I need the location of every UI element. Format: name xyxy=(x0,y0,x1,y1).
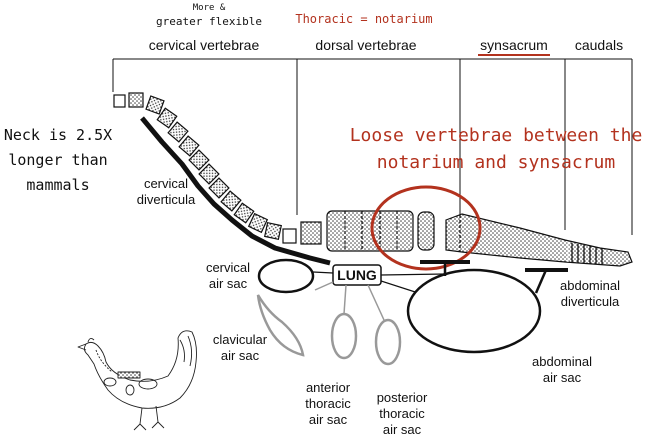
note-loose-vertebrae-line1: Loose vertebrae between the xyxy=(350,125,643,146)
cervical-vertebra xyxy=(178,135,200,157)
note-loose-vertebrae-line2: notarium and synsacrum xyxy=(377,152,615,173)
cervical-vertebra xyxy=(263,221,283,241)
header-synsacrum: synsacrum xyxy=(480,37,548,53)
label-clavicular-1: clavicular xyxy=(213,332,268,347)
cervical-vertebrae xyxy=(113,92,322,245)
abdominal-air-sac xyxy=(406,268,542,354)
label-posterior-1: posterior xyxy=(377,390,428,405)
note-neck-line1: Neck is 2.5X xyxy=(4,126,112,144)
cervical-vertebra xyxy=(188,149,210,171)
note-more-flexible-line1: More & xyxy=(193,3,226,13)
header-caudals: caudals xyxy=(575,37,623,53)
loose-vertebra xyxy=(417,211,435,251)
note-neck-line2: longer than xyxy=(8,151,107,169)
cervical-vertebra xyxy=(198,163,220,185)
notarium-block xyxy=(326,210,414,252)
label-cervical-diverticula-2: diverticula xyxy=(137,192,196,207)
posterior-thoracic-air-sac xyxy=(374,318,402,366)
note-more-flexible-line2: greater flexible xyxy=(156,15,262,28)
label-anterior-2: thoracic xyxy=(305,396,351,411)
synsacrum xyxy=(445,213,633,267)
cervical-vertebra xyxy=(220,190,242,212)
label-anterior-3: air sac xyxy=(309,412,348,427)
label-posterior-3: air sac xyxy=(383,422,422,437)
note-thoracic-notarium: Thoracic = notarium xyxy=(295,12,432,26)
region-bracket xyxy=(112,58,633,235)
cervical-vertebra xyxy=(156,107,178,129)
label-abdominal-air-sac-1: abdominal xyxy=(532,354,592,369)
label-anterior-1: anterior xyxy=(306,380,351,395)
label-cervical-air-sac-1: cervical xyxy=(206,260,250,275)
cervical-vertebra xyxy=(282,228,297,244)
anterior-thoracic-connection xyxy=(343,284,347,315)
cervical-vertebra xyxy=(300,221,322,245)
cervical-vertebra xyxy=(128,92,144,108)
label-abdominal-diverticula-1: abdominal xyxy=(560,278,620,293)
label-clavicular-2: air sac xyxy=(221,348,260,363)
label-posterior-2: thoracic xyxy=(379,406,425,421)
cervical-vertebra xyxy=(208,177,230,199)
lung-label: LUNG xyxy=(337,267,377,283)
anterior-thoracic-air-sac xyxy=(330,312,358,360)
header-cervical-vertebrae: cervical vertebrae xyxy=(149,37,260,53)
label-abdominal-air-sac-2: air sac xyxy=(543,370,582,385)
notarium xyxy=(326,210,435,252)
loose-vertebrae-highlight-circle xyxy=(370,185,482,271)
label-cervical-air-sac-2: air sac xyxy=(209,276,248,291)
note-neck-line3: mammals xyxy=(26,176,89,194)
label-cervical-diverticula-1: cervical xyxy=(144,176,188,191)
cervical-vertebra xyxy=(113,94,126,108)
clavicular-connection xyxy=(314,281,334,291)
cervical-vertebra xyxy=(145,95,165,115)
header-dorsal-vertebrae: dorsal vertebrae xyxy=(315,37,416,53)
label-abdominal-diverticula-2: diverticula xyxy=(561,294,620,309)
chicken-outline-illustration xyxy=(77,330,197,431)
clavicular-air-sac xyxy=(256,294,305,357)
cervical-air-sac xyxy=(257,258,315,294)
cervical-vertebra xyxy=(167,121,189,143)
synsacrum-tail xyxy=(445,213,633,267)
posterior-thoracic-connection xyxy=(367,284,385,321)
abdominal-diverticula xyxy=(420,260,568,294)
cervical-vertebra xyxy=(233,202,255,224)
cervical-vertebra xyxy=(247,212,269,234)
cervical-diverticula-line xyxy=(140,116,331,266)
